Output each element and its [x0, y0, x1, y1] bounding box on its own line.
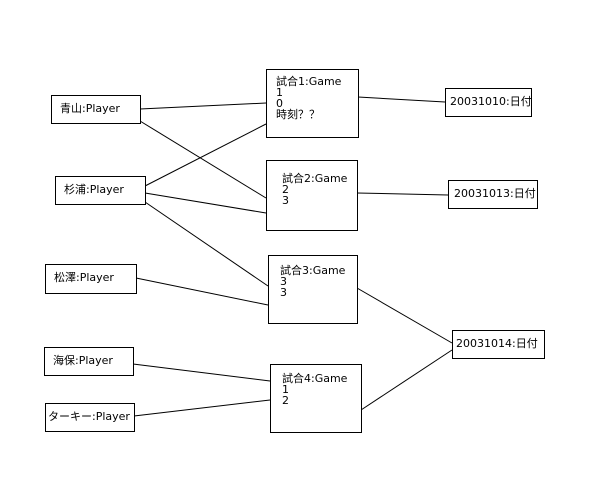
link-aoyama-game2 [139, 120, 267, 199]
date-label: 20031010:日付 [450, 95, 532, 108]
link-matsuzawa-game3 [135, 277, 269, 306]
link-kaiho-game4 [132, 363, 271, 382]
player-label: 松澤:Player [54, 271, 114, 284]
date-label: 20031013:日付 [454, 187, 536, 200]
game-time: 時刻？？ [276, 108, 320, 121]
player-label: ターキー:Player [48, 410, 130, 423]
link-sugiura-game1 [144, 123, 267, 187]
game-2[interactable]: 試合2:Game 2 3 [266, 160, 358, 231]
game-score-2: 3 [282, 194, 289, 207]
link-sugiura-game3 [144, 201, 269, 287]
game-title: 試合4:Game [282, 372, 348, 385]
player-aoyama[interactable]: 青山:Player [51, 95, 141, 124]
player-matsuzawa[interactable]: 松澤:Player [45, 264, 137, 294]
link-sugiura-game2 [144, 192, 267, 214]
game-1[interactable]: 試合1:Game 1 0 時刻？？ [266, 69, 359, 138]
game-title: 試合3:Game [280, 264, 346, 277]
game-score-2: 3 [280, 286, 287, 299]
player-turkey[interactable]: ターキー:Player [45, 403, 135, 432]
date-20031010[interactable]: 20031010:日付 [445, 88, 532, 117]
game-score-1: 1 [276, 86, 283, 99]
game-score-2: 0 [276, 97, 283, 110]
game-title: 試合1:Game [276, 75, 342, 88]
game-score-1: 1 [282, 383, 289, 396]
link-game3-date3 [356, 287, 453, 344]
link-aoyama-game1 [139, 102, 267, 110]
player-sugiura[interactable]: 杉浦:Player [55, 176, 146, 205]
game-score-1: 2 [282, 183, 289, 196]
date-20031013[interactable]: 20031013:日付 [448, 180, 538, 209]
date-label: 20031014:日付 [456, 337, 538, 350]
player-label: 海保:Player [53, 354, 113, 367]
date-20031014[interactable]: 20031014:日付 [452, 330, 545, 359]
link-game2-date2 [356, 192, 449, 196]
player-label: 青山:Player [60, 102, 120, 115]
player-kaiho[interactable]: 海保:Player [44, 347, 134, 376]
game-score-2: 2 [282, 394, 289, 407]
game-score-1: 3 [280, 275, 287, 288]
game-title: 試合2:Game [282, 172, 348, 185]
link-game1-date1 [357, 96, 446, 103]
game-4[interactable]: 試合4:Game 1 2 [270, 364, 362, 433]
link-turkey-game4 [133, 399, 271, 417]
link-game4-date3 [360, 349, 453, 411]
player-label: 杉浦:Player [64, 183, 124, 196]
game-3[interactable]: 試合3:Game 3 3 [268, 255, 358, 324]
